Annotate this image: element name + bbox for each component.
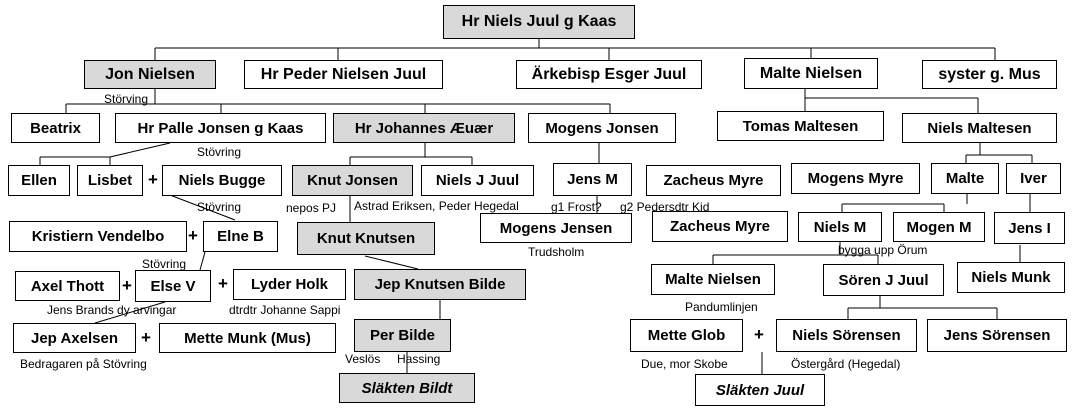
node-knut-knutsen[interactable]: Knut Knutsen bbox=[297, 222, 435, 255]
node-iver[interactable]: Iver bbox=[1006, 163, 1061, 194]
node-mogens-jonsen[interactable]: Mogens Jonsen bbox=[528, 113, 676, 143]
node-johannes-aeuaer[interactable]: Hr Johannes Æuær bbox=[333, 113, 515, 143]
node-per-bilde[interactable]: Per Bilde bbox=[354, 319, 451, 352]
annotation-label: Astrad Eriksen, Peder Hegedal bbox=[354, 199, 519, 213]
node-slakten-juul[interactable]: Släkten Juul bbox=[695, 374, 825, 406]
node-mogens-jensen[interactable]: Mogens Jensen bbox=[480, 213, 632, 243]
plus-sign: + bbox=[122, 276, 132, 295]
node-jep-axelsen[interactable]: Jep Axelsen bbox=[13, 323, 136, 353]
annotation-label: Stövring bbox=[142, 257, 187, 271]
node-soren-j-juul[interactable]: Sören J Juul bbox=[823, 264, 944, 296]
node-peder-nielsen-juul[interactable]: Hr Peder Nielsen Juul bbox=[244, 60, 443, 89]
annotation-label: Östergård (Hegedal) bbox=[791, 357, 901, 371]
node-mogen-m[interactable]: Mogen M bbox=[893, 212, 985, 242]
node-jep-knutsen-bilde[interactable]: Jep Knutsen Bilde bbox=[354, 269, 526, 300]
node-malte-nielsen-low[interactable]: Malte Nielsen bbox=[651, 264, 775, 295]
annotation-label: nepos PJ bbox=[286, 201, 337, 215]
node-beatrix[interactable]: Beatrix bbox=[11, 113, 100, 143]
node-jens-sorensen[interactable]: Jens Sörensen bbox=[927, 319, 1067, 352]
annotation-label: dtrdtr Johanne Sappi bbox=[229, 303, 341, 317]
plus-sign: + bbox=[218, 274, 228, 293]
annotation-label: Pandumlinjen bbox=[685, 300, 758, 314]
node-zacheus-myre-1[interactable]: Zacheus Myre bbox=[646, 165, 781, 196]
node-niels-munk[interactable]: Niels Munk bbox=[957, 262, 1065, 293]
node-kristiern-vendelbo[interactable]: Kristiern Vendelbo bbox=[9, 221, 187, 252]
plus-sign: + bbox=[148, 170, 158, 189]
node-mette-munk[interactable]: Mette Munk (Mus) bbox=[159, 323, 336, 353]
node-zacheus-myre-2[interactable]: Zacheus Myre bbox=[652, 211, 788, 242]
plus-sign: + bbox=[188, 226, 198, 245]
node-niels-bugge[interactable]: Niels Bugge bbox=[162, 165, 282, 196]
node-niels-maltesen[interactable]: Niels Maltesen bbox=[902, 113, 1057, 143]
node-esger-juul[interactable]: Ärkebisp Esger Juul bbox=[516, 60, 702, 89]
node-slakten-bildt[interactable]: Släkten Bildt bbox=[339, 373, 475, 403]
annotation-label: Störving bbox=[104, 92, 149, 106]
node-elne-b[interactable]: Elne B bbox=[203, 221, 278, 252]
annotation-label: g2 Pedersdtr Kid bbox=[620, 200, 710, 214]
annotation-label: Trudsholm bbox=[528, 245, 585, 259]
node-niels-j-juul[interactable]: Niels J Juul bbox=[421, 165, 534, 196]
annotation-label: Bedragaren på Stövring bbox=[20, 357, 147, 371]
node-niels-sorensen[interactable]: Niels Sörensen bbox=[776, 319, 917, 352]
node-malte[interactable]: Malte bbox=[931, 163, 999, 194]
node-lisbet[interactable]: Lisbet bbox=[77, 165, 143, 196]
annotation-label: Hassing bbox=[397, 352, 441, 366]
node-axel-thott[interactable]: Axel Thott bbox=[15, 271, 120, 301]
node-malte-nielsen-top[interactable]: Malte Nielsen bbox=[744, 58, 878, 89]
node-else-v[interactable]: Else V bbox=[135, 270, 211, 302]
node-lyder-holk[interactable]: Lyder Holk bbox=[233, 269, 346, 300]
plus-sign: + bbox=[141, 328, 151, 347]
annotation-label: g1 Frost? bbox=[551, 200, 602, 214]
node-jens-m[interactable]: Jens M bbox=[553, 163, 632, 196]
node-knut-jonsen[interactable]: Knut Jonsen bbox=[292, 165, 413, 196]
node-mette-glob[interactable]: Mette Glob bbox=[630, 319, 743, 352]
annotation-label: Stövring bbox=[197, 145, 242, 159]
node-palle-jonsen[interactable]: Hr Palle Jonsen g Kaas bbox=[115, 113, 326, 143]
annotation-label: Due, mor Skobe bbox=[641, 357, 728, 371]
node-niels-m[interactable]: Niels M bbox=[798, 212, 882, 242]
annotation-label: Veslös bbox=[345, 352, 381, 366]
plus-sign: + bbox=[754, 325, 764, 344]
node-mogens-myre[interactable]: Mogens Myre bbox=[791, 163, 920, 194]
node-jens-i[interactable]: Jens I bbox=[994, 212, 1065, 244]
annotation-label: Jens Brands dy arvingar bbox=[47, 303, 177, 317]
node-jon-nielsen[interactable]: Jon Nielsen bbox=[84, 60, 216, 89]
annotation-label: bygga upp Örum bbox=[838, 243, 928, 257]
node-niels-juul[interactable]: Hr Niels Juul g Kaas bbox=[443, 5, 635, 39]
node-syster-mus[interactable]: syster g. Mus bbox=[922, 60, 1057, 89]
node-tomas-maltesen[interactable]: Tomas Maltesen bbox=[717, 111, 884, 141]
annotation-label: Stövring bbox=[197, 200, 242, 214]
node-ellen[interactable]: Ellen bbox=[8, 165, 70, 196]
